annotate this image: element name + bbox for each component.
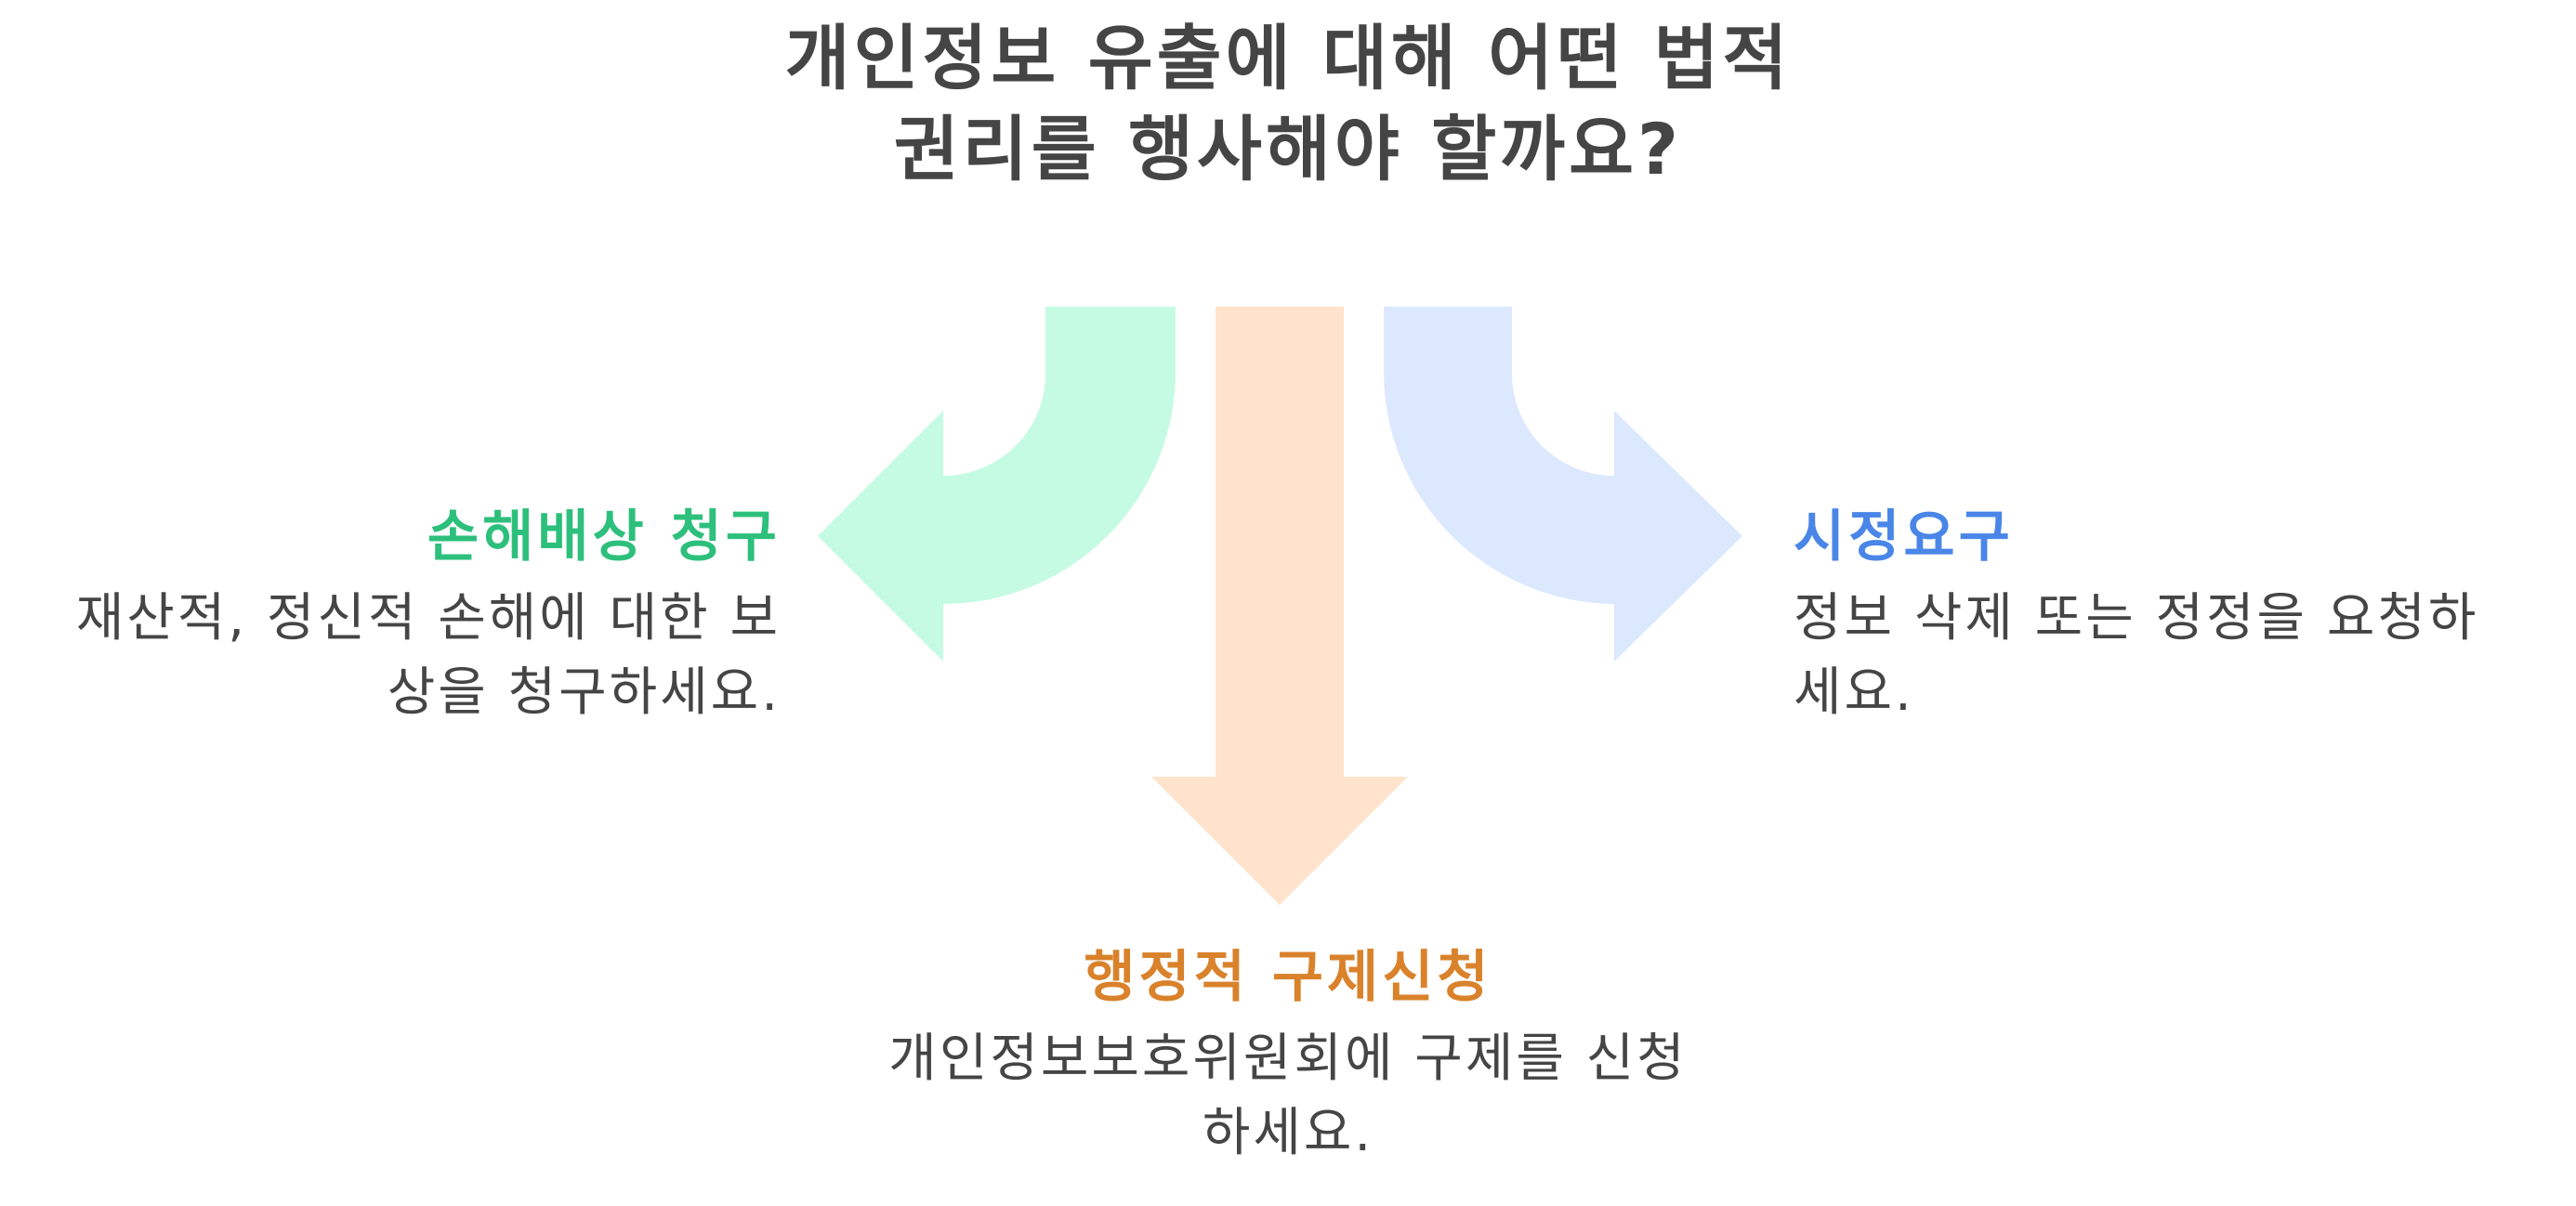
diagram-title: 개인정보 유출에 대해 어떤 법적 권리를 행사해야 할까요? xyxy=(784,17,1792,190)
option-correction-request: 시정요구 정보 삭제 또는 정정을 요청하세요. xyxy=(1794,500,2518,730)
right-curved-arrow xyxy=(1384,307,1742,662)
option-correction-request-title: 시정요구 xyxy=(1794,505,2014,570)
option-administrative-relief-description: 개인정보보호위원회에 구제를 신청하세요. xyxy=(888,1029,1688,1163)
option-damages-claim-title: 손해배상 청구 xyxy=(427,505,781,570)
option-correction-request-description: 정보 삭제 또는 정정을 요청하세요. xyxy=(1794,588,2479,723)
option-administrative-relief-title: 행정적 구제신청 xyxy=(1084,945,1492,1010)
option-damages-claim: 손해배상 청구 재산적, 정신적 손해에 대한 보상을 청구하세요. xyxy=(37,500,781,730)
center-down-arrow xyxy=(1151,307,1408,905)
option-administrative-relief: 행정적 구제신청 개인정보보호위원회에 구제를 신청하세요. xyxy=(870,940,1706,1171)
option-damages-claim-description: 재산적, 정신적 손해에 대한 보상을 청구하세요. xyxy=(75,588,781,723)
left-curved-arrow xyxy=(818,307,1176,662)
